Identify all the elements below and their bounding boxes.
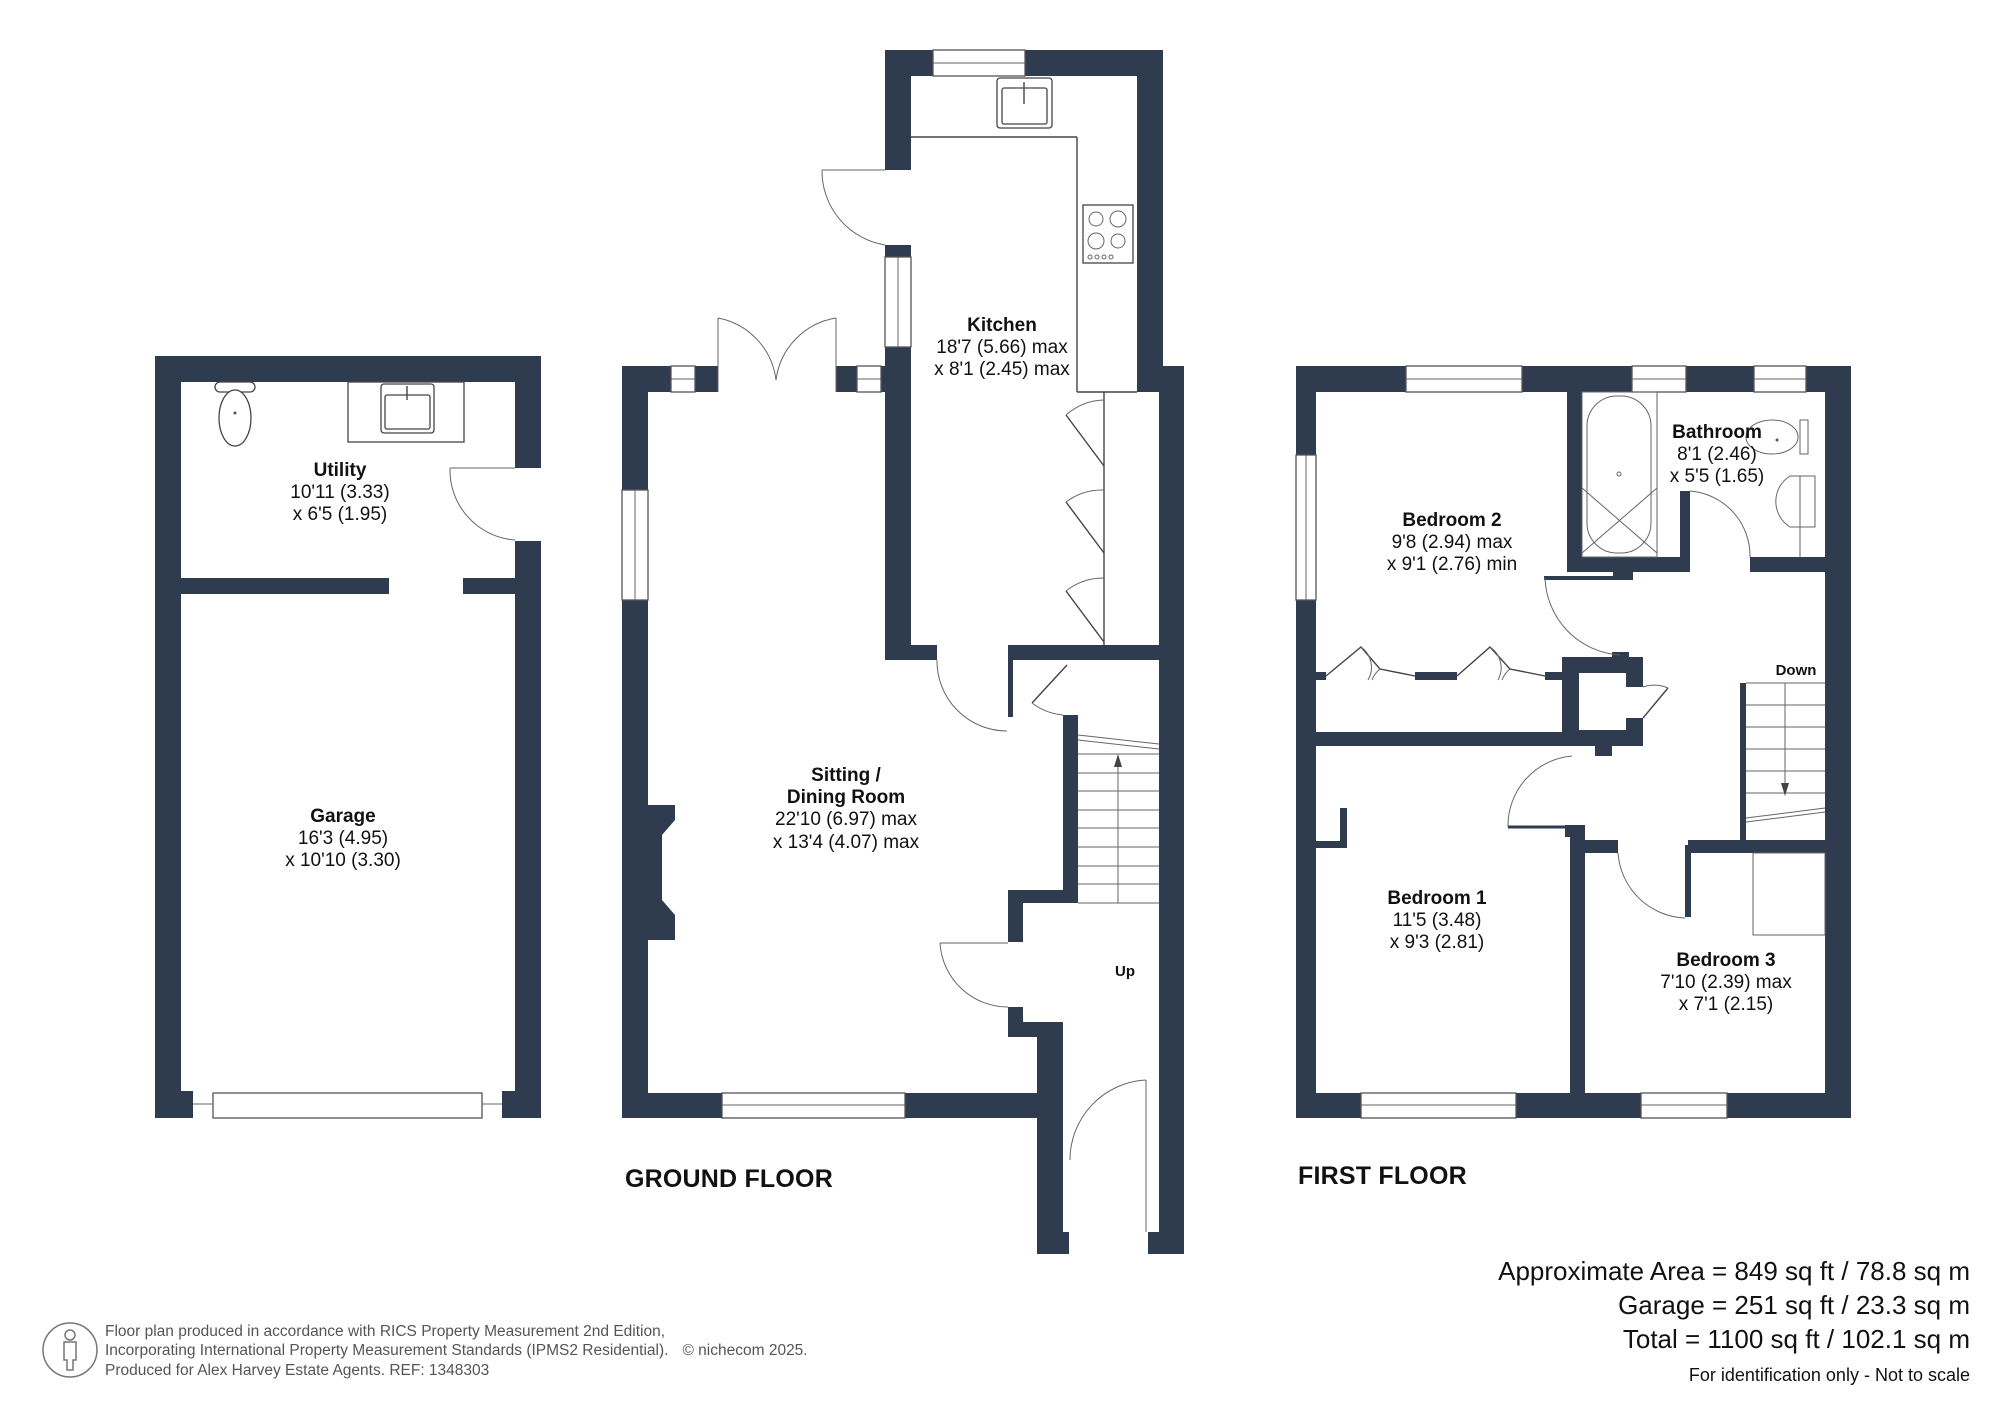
- room-dimension: x 5'5 (1.65): [1669, 466, 1765, 488]
- room-dimension: x 9'1 (2.76) min: [1386, 554, 1518, 576]
- person-icon: [42, 1322, 98, 1378]
- stairs-down-label: Down: [1775, 662, 1817, 679]
- first-floor-title: FIRST FLOOR: [1298, 1162, 1467, 1190]
- copyright: © nichecom 2025.: [682, 1342, 808, 1360]
- room-label-garage: Garage 16'3 (4.95) x 10'10 (3.30): [285, 806, 401, 873]
- room-name: Utility: [313, 460, 367, 481]
- room-dimension: 10'11 (3.33): [290, 482, 390, 504]
- outbuilding-walls: [155, 356, 541, 1118]
- footer-line-3: Produced for Alex Harvey Estate Agents. …: [105, 1361, 490, 1379]
- room-dimension: x 13'4 (4.07) max: [772, 831, 920, 853]
- room-name: Kitchen: [967, 315, 1037, 336]
- room-label-bedroom-2: Bedroom 2 9'8 (2.94) max x 9'1 (2.76) mi…: [1387, 510, 1517, 577]
- room-dimension: 9'8 (2.94) max: [1391, 532, 1513, 554]
- room-name: Bedroom 2: [1402, 510, 1502, 531]
- room-label-bedroom-1: Bedroom 1 11'5 (3.48) x 9'3 (2.81): [1387, 888, 1486, 955]
- area-summary: Approximate Area = 849 sq ft / 78.8 sq m…: [1498, 1255, 1970, 1388]
- room-label-utility: Utility 10'11 (3.33) x 6'5 (1.95): [290, 460, 389, 527]
- scale-disclaimer: For identification only - Not to scale: [1688, 1365, 1970, 1386]
- ground-floor-title: GROUND FLOOR: [625, 1165, 833, 1193]
- room-dimension: 16'3 (4.95): [297, 828, 389, 850]
- room-dimension: 22'10 (6.97) max: [775, 809, 917, 831]
- toilet-icon: [214, 381, 256, 447]
- stairs-up-label: Up: [1115, 963, 1135, 980]
- room-label-bedroom-3: Bedroom 3 7'10 (2.39) max x 7'1 (2.15): [1660, 950, 1791, 1017]
- room-label-sitting-dining: Sitting / Dining Room 22'10 (6.97) max x…: [773, 765, 919, 854]
- garage-area: Garage = 251 sq ft / 23.3 sq m: [1618, 1289, 1970, 1320]
- room-dimension: x 9'3 (2.81): [1389, 932, 1485, 954]
- footer-line-2: Incorporating International Property Mea…: [105, 1342, 669, 1360]
- sink-icon: [380, 383, 435, 434]
- room-name: Bathroom: [1672, 422, 1762, 443]
- room-name-line2: Dining Room: [786, 787, 906, 809]
- room-dimension: 11'5 (3.48): [1392, 910, 1482, 932]
- staircase-down: [1745, 682, 1826, 823]
- room-dimension: 18'7 (5.66) max: [936, 337, 1068, 359]
- total-area: Total = 1100 sq ft / 102.1 sq m: [1622, 1323, 1970, 1354]
- room-dimension: x 7'1 (2.15): [1678, 994, 1774, 1016]
- basin-icon: [1775, 475, 1816, 557]
- ground-floor-walls: [622, 50, 1184, 1254]
- room-dimension: 7'10 (2.39) max: [1660, 972, 1792, 994]
- kitchen-sink-icon: [996, 77, 1053, 129]
- staircase-up: [1077, 734, 1160, 904]
- bathroom-toilet-icon: [1745, 419, 1809, 455]
- room-dimension: 8'1 (2.46): [1677, 444, 1757, 466]
- room-dimension: x 8'1 (2.45) max: [934, 359, 1070, 381]
- footer-line-1: Floor plan produced in accordance with R…: [105, 1323, 666, 1340]
- footer-credits: Floor plan produced in accordance with R…: [105, 1322, 808, 1380]
- room-dimension: x 10'10 (3.30): [285, 850, 401, 872]
- approximate-area: Approximate Area = 849 sq ft / 78.8 sq m: [1498, 1256, 1970, 1286]
- hob-icon: [1082, 204, 1134, 264]
- room-name: Bedroom 1: [1387, 888, 1487, 909]
- french-doors: [717, 317, 837, 392]
- room-label-bathroom: Bathroom 8'1 (2.46) x 5'5 (1.65): [1670, 422, 1764, 489]
- bath-icon: [1581, 391, 1658, 558]
- garage-door: [212, 1092, 483, 1119]
- room-name: Garage: [310, 806, 376, 827]
- room-name: Bedroom 3: [1676, 950, 1776, 971]
- room-name: Sitting /: [811, 765, 881, 786]
- room-label-kitchen: Kitchen 18'7 (5.66) max x 8'1 (2.45) max: [934, 315, 1070, 382]
- room-dimension: x 6'5 (1.95): [292, 504, 388, 526]
